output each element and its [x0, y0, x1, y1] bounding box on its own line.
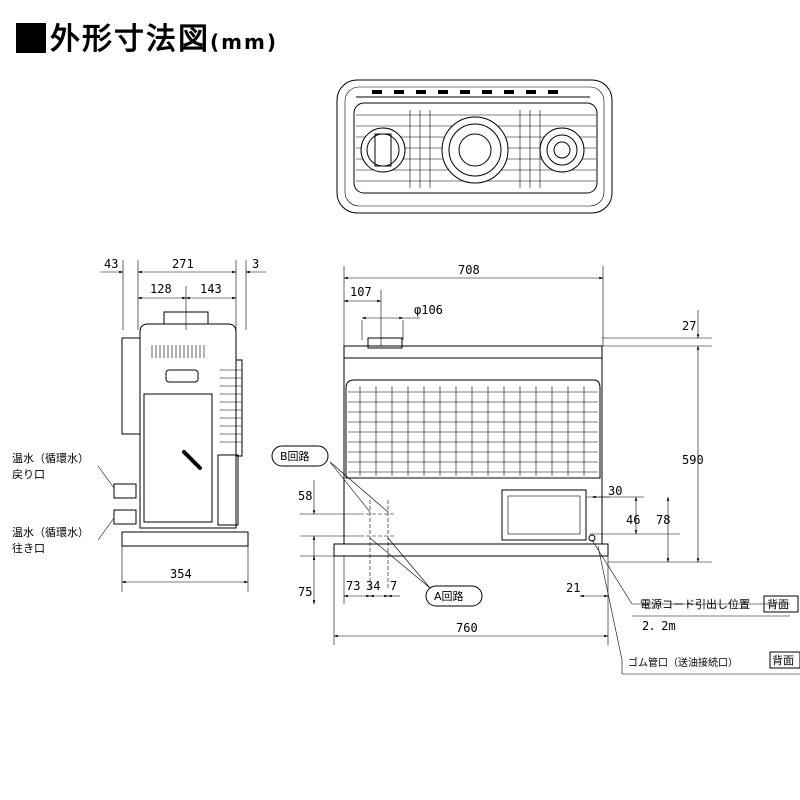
label-power-cord: 電源コード引出し位置 [640, 597, 750, 611]
label-return-line1: 温水（循環水） [12, 452, 89, 465]
dim-front-width: 708 [458, 263, 480, 277]
b-circuit-markers [360, 500, 596, 590]
page-title: 外形寸法図(mm) [16, 14, 278, 58]
label-rubber-hose-tag: 背面 [772, 653, 794, 667]
dim-right-offset: 30 [608, 484, 622, 498]
side-view [97, 260, 266, 592]
dim-flue-diameter: φ106 [414, 303, 443, 317]
dim-height: 590 [682, 453, 704, 467]
dim-base-width: 760 [456, 621, 478, 635]
label-supply-line1: 温水（循環水） [12, 526, 89, 539]
label-b-circuit: B回路 [280, 450, 310, 463]
dim-top: 27 [682, 319, 696, 333]
dim-power-vertical-1: 46 [626, 513, 640, 527]
dim-side-right-part: 143 [200, 282, 222, 296]
dim-a-bottom: 75 [298, 585, 312, 599]
title-unit: (mm) [210, 30, 278, 54]
dim-b-circuit-vertical: 58 [298, 489, 312, 503]
dim-hose-offset: 21 [566, 581, 580, 595]
dim-side-depth: 354 [170, 567, 192, 581]
label-rubber-hose: ゴム管口（送油接続口） [628, 656, 738, 669]
dimension-labels: 43 271 3 128 143 354 温水（循環水） 戻り口 温水（循環水）… [12, 257, 794, 669]
front-view-grille [348, 386, 598, 476]
label-return-line2: 戻り口 [12, 468, 45, 481]
dim-side-width: 271 [172, 257, 194, 271]
dim-a-spacing-1: 73 [346, 579, 360, 593]
side-view-slots [151, 345, 205, 358]
top-view [336, 79, 613, 214]
label-power-cord-tag: 背面 [767, 597, 789, 611]
black-square-bullet-icon [16, 23, 46, 53]
front-view [271, 266, 800, 675]
label-cord-length: 2．2m [642, 619, 676, 633]
dim-side-left-part: 128 [150, 282, 172, 296]
side-view-fins [220, 369, 242, 443]
dim-a-spacing-2: 34 [366, 579, 380, 593]
top-view-vents [372, 90, 558, 94]
label-supply-line2: 往き口 [12, 541, 45, 555]
dim-a-spacing-3: 7 [390, 579, 397, 593]
dim-side-left-offset: 43 [104, 257, 118, 271]
dim-power-vertical-2: 78 [656, 513, 670, 527]
dim-flue-offset: 107 [350, 285, 372, 299]
dim-side-right-offset: 3 [252, 257, 259, 271]
label-a-circuit: A回路 [434, 590, 464, 603]
title-text: 外形寸法図 [50, 22, 210, 57]
